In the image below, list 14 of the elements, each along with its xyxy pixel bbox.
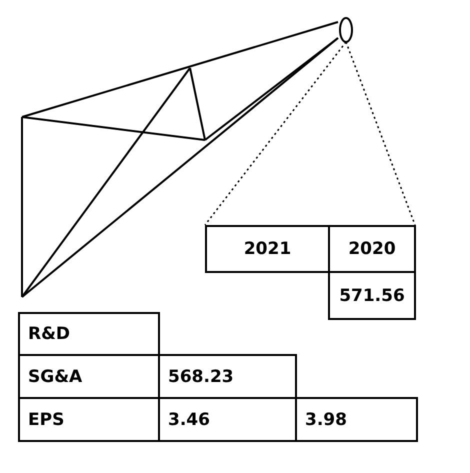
table-cell-text: R&D bbox=[28, 324, 70, 344]
data-table bbox=[205, 225, 416, 320]
dotted-line bbox=[345, 42, 416, 226]
dotted-line bbox=[204, 42, 347, 226]
table-cell-text: 571.56 bbox=[339, 286, 405, 306]
table-cell-text: 568.23 bbox=[168, 366, 234, 386]
table-cell-text: SG&A bbox=[28, 366, 82, 386]
data-table bbox=[18, 312, 418, 442]
table-cell-text: 3.98 bbox=[305, 410, 347, 430]
table-cell-text: 3.46 bbox=[168, 410, 210, 430]
table-cell-text: 2021 bbox=[244, 239, 292, 259]
table-cell-text: 2020 bbox=[348, 239, 396, 259]
small-ellipse bbox=[339, 17, 353, 43]
table-cell-text: EPS bbox=[28, 410, 64, 430]
